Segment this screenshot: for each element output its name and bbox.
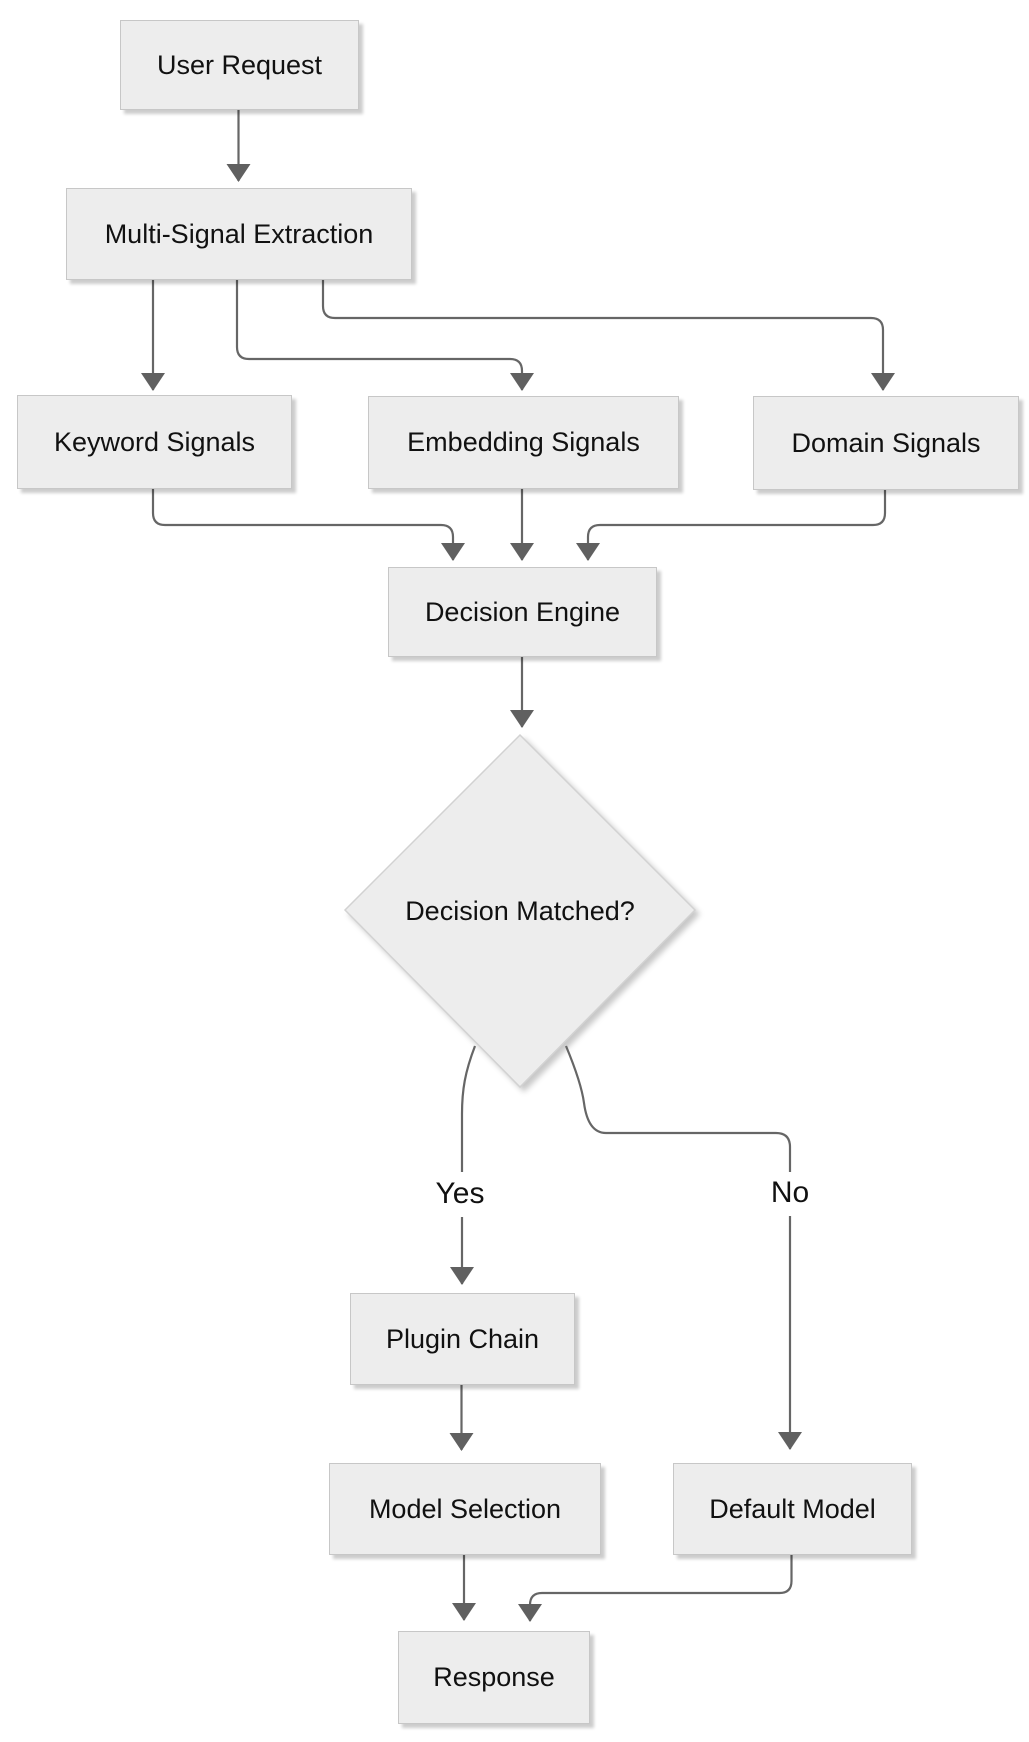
node-embedding-signals: Embedding Signals [368,396,679,489]
node-model-selection: Model Selection [329,1463,601,1555]
node-keyword-signals: Keyword Signals [17,395,292,489]
edge-default-model-to-response [518,1553,793,1622]
node-multi-signal-extraction: Multi-Signal Extraction [66,188,412,280]
edge-label-yes: Yes [435,1177,485,1210]
edge-keyword-to-decision-engine [151,487,465,561]
edge-decision-yes-upper [460,1045,477,1172]
edge-multi-signal-to-embedding [235,278,534,391]
node-response: Response [398,1631,590,1724]
node-default-model: Default Model [673,1463,912,1555]
node-decision-label: Decision Matched? [405,895,635,926]
node-decision-engine: Decision Engine [388,567,657,657]
node-decision-diamond-shape [343,733,697,1089]
edge-multi-signal-to-domain [321,278,895,391]
edge-domain-to-decision-engine [576,488,887,561]
node-domain-signals: Domain Signals [753,396,1019,490]
node-user-request: User Request [120,20,359,110]
edge-decision-no-upper [564,1045,792,1172]
node-plugin-chain: Plugin Chain [350,1293,575,1385]
edge-label-no: No [770,1176,810,1209]
